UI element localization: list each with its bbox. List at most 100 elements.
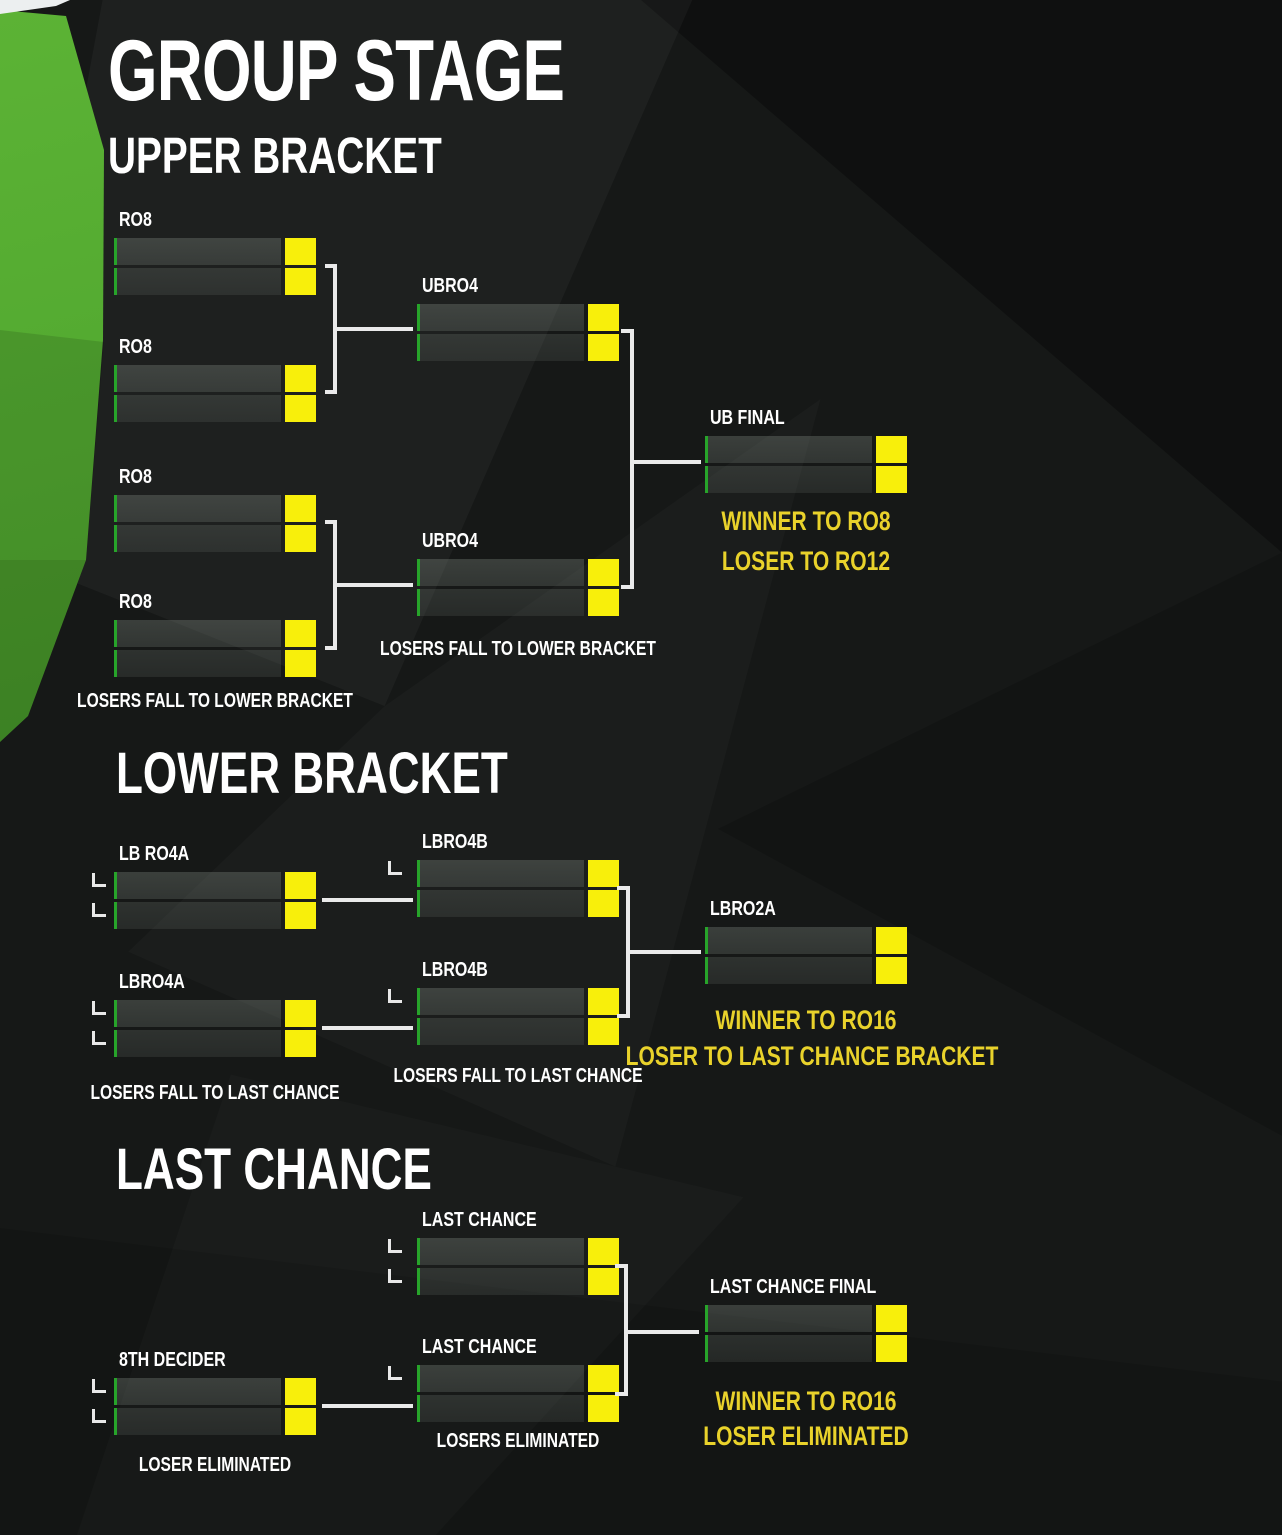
caption: LOSERS FALL TO LOWER BRACKET [380,638,656,660]
connector-line [325,264,337,268]
team-slot [417,1018,584,1045]
connector-line [628,1330,699,1334]
score-box [588,1268,619,1295]
connector-line [630,950,701,954]
match-lbro4b-1: LBRO4B [417,832,619,917]
advancement-text: LOSER TO RO12 [721,546,891,576]
score-box [588,304,619,331]
match-label: LAST CHANCE FINAL [710,1276,877,1298]
team-slot [417,1395,584,1422]
match-label: UBRO4 [422,530,479,552]
connector-line [617,886,626,890]
match-ro8-4: RO8 [114,592,316,677]
team-slot [417,589,584,616]
team-slot [114,525,281,552]
match-label: LBRO2A [710,898,776,920]
team-slot [417,334,584,361]
feed-in-elbow-icon [92,1001,106,1015]
feed-in-elbow-icon [92,1409,106,1423]
match-label: LAST CHANCE [422,1336,537,1358]
team-slot [705,436,872,463]
team-slot [114,902,281,929]
match-ubro4-2: UBRO4 [417,531,619,616]
team-slot [114,650,281,677]
feed-in-elbow-icon [92,873,106,887]
connector-line [617,1014,626,1018]
score-box [588,988,619,1015]
connector-line [337,583,413,587]
team-slot [417,1268,584,1295]
score-box [588,860,619,887]
match-8th-decider: 8TH DECIDER [114,1350,316,1435]
connector-line [615,1392,624,1396]
score-box [876,436,907,463]
score-box [285,495,316,522]
caption: LOSERS ELIMINATED [436,1430,600,1452]
match-label: LBRO4B [422,959,488,981]
team-slot [114,872,281,899]
caption: LOSERS FALL TO LOWER BRACKET [77,690,353,712]
advancement-text: WINNER TO RO16 [715,1005,897,1035]
connector-line [615,1264,624,1268]
score-box [876,466,907,493]
connector-line [325,390,337,394]
match-label: UB FINAL [710,407,785,429]
score-box [876,1305,907,1332]
connector-line [333,520,337,650]
match-label: RO8 [119,336,152,358]
feed-in-elbow-icon [92,903,106,917]
team-slot [114,1000,281,1027]
score-box [876,957,907,984]
score-box [285,395,316,422]
team-slot [114,1378,281,1405]
score-box [285,238,316,265]
connector-line [621,329,630,333]
match-lbro2a: LBRO2A [705,899,907,984]
score-box [588,589,619,616]
team-slot [417,304,584,331]
connector-line [333,264,337,394]
score-box [588,559,619,586]
feed-in-elbow-icon [388,1366,402,1380]
score-box [588,1018,619,1045]
match-ub-final: UB FINAL [705,408,907,493]
section-heading-lower: LOWER BRACKET [116,741,508,806]
team-slot [417,559,584,586]
team-slot [114,395,281,422]
connector-line [325,646,337,650]
team-slot [705,927,872,954]
connector-line [634,460,701,464]
score-box [588,890,619,917]
team-slot [417,860,584,887]
team-slot [705,1335,872,1362]
section-heading-upper: UPPER BRACKET [108,127,442,184]
match-ro8-2: RO8 [114,337,316,422]
score-box [285,1378,316,1405]
team-slot [417,988,584,1015]
team-slot [114,620,281,647]
connector-line [621,585,630,589]
score-box [285,872,316,899]
score-box [876,927,907,954]
caption: LOSERS FALL TO LAST CHANCE [393,1065,643,1087]
team-slot [705,466,872,493]
score-box [588,1395,619,1422]
team-slot [417,890,584,917]
team-slot [417,1238,584,1265]
connector-line [626,886,630,1018]
feed-in-elbow-icon [388,1239,402,1253]
match-label: LBRO4B [422,831,488,853]
team-slot [114,1030,281,1057]
match-label: LB RO4A [119,843,190,865]
match-label: RO8 [119,209,152,231]
match-label: 8TH DECIDER [119,1349,226,1371]
team-slot [114,495,281,522]
advancement-text: WINNER TO RO16 [715,1386,897,1416]
caption: LOSER ELIMINATED [138,1454,292,1476]
match-ubro4-1: UBRO4 [417,276,619,361]
score-box [285,902,316,929]
score-box [285,1408,316,1435]
connector-line [322,1026,413,1030]
match-label: UBRO4 [422,275,479,297]
